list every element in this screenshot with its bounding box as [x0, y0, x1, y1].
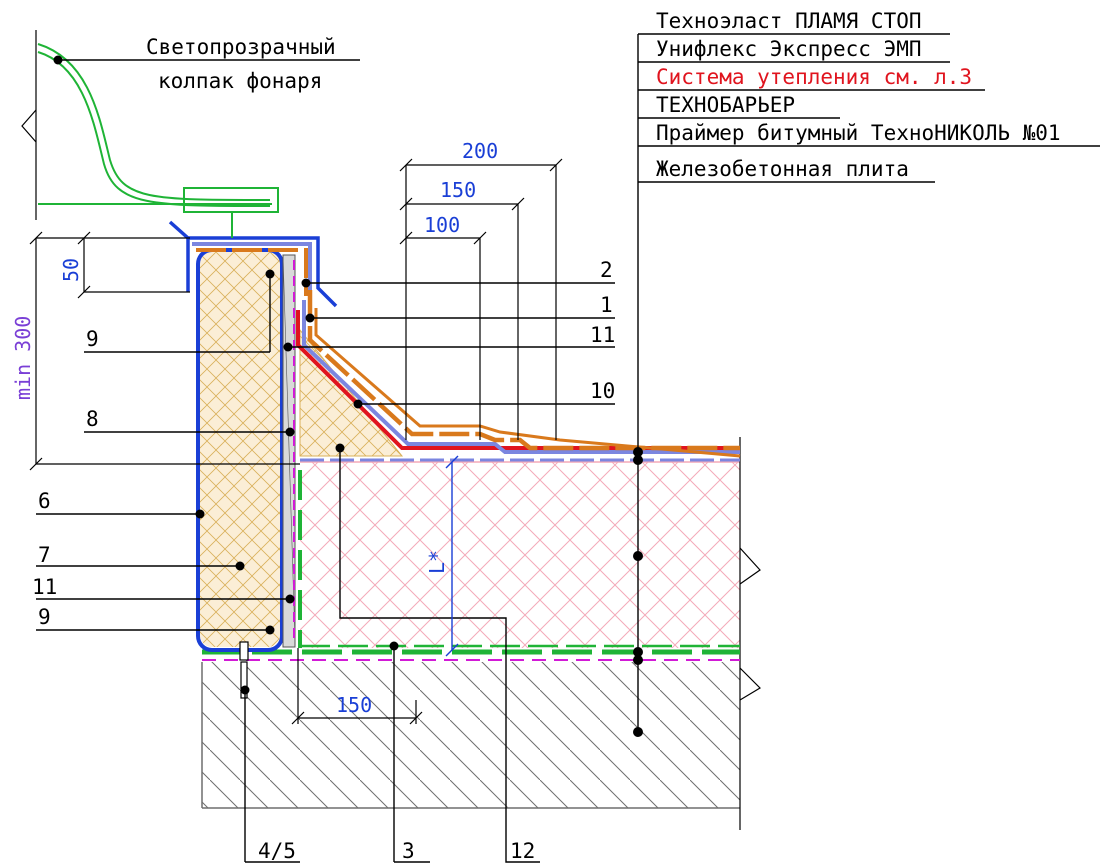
callout-9-bottom: 9 — [38, 605, 51, 629]
legend-layer-4: ТЕХНОБАРЬЕР — [656, 93, 795, 117]
callout-9-top: 9 — [86, 327, 99, 351]
legend-layer-6: Железобетонная плита — [656, 157, 909, 181]
base-layers — [202, 470, 740, 661]
callout-11-left: 11 — [32, 575, 57, 599]
callout-4-5: 4/5 — [258, 839, 296, 863]
dim-150-bottom: 150 — [336, 693, 372, 717]
cap-flashing — [168, 220, 338, 308]
slab-insulation-block — [300, 437, 761, 655]
leader-dots — [53, 55, 643, 737]
dim-min-300: min 300 — [11, 316, 35, 400]
callout-7: 7 — [38, 543, 51, 567]
leader-lines — [36, 33, 1100, 863]
skylight-curb — [196, 248, 296, 652]
callout-10: 10 — [590, 379, 615, 403]
callout-11-right: 11 — [590, 323, 615, 347]
callout-12: 12 — [510, 839, 535, 863]
skylight-dome — [21, 30, 279, 238]
callout-2: 2 — [600, 258, 613, 282]
fastener — [239, 641, 249, 699]
callout-numbers: 2 1 11 10 9 8 6 7 11 9 4/5 3 12 — [32, 258, 615, 863]
legend-layer-3: Система утепления см. л.3 — [656, 65, 972, 89]
legend-layer-5: Праймер битумный ТехноНИКОЛЬ №01 — [656, 121, 1061, 145]
membrane-layers — [296, 290, 741, 462]
dimension-lines — [29, 158, 563, 725]
dim-200: 200 — [462, 139, 498, 163]
layer-legend: Техноэласт ПЛАМЯ СТОП Унифлекс Экспресс … — [656, 9, 1061, 181]
dim-50: 50 — [59, 258, 83, 282]
callout-8: 8 — [86, 407, 99, 431]
callout-6: 6 — [38, 489, 51, 513]
skylight-label: Светопрозрачный колпак фонаря — [146, 35, 336, 93]
callout-1: 1 — [600, 293, 613, 317]
skylight-label-line1: Светопрозрачный — [146, 35, 336, 59]
callout-3: 3 — [402, 839, 415, 863]
legend-layer-1: Техноэласт ПЛАМЯ СТОП — [656, 9, 922, 33]
dim-100: 100 — [424, 213, 460, 237]
legend-layer-2: Унифлекс Экспресс ЭМП — [656, 37, 922, 61]
concrete-base — [201, 655, 761, 830]
dimension-texts: 200 150 100 50 min 300 L* 150 — [11, 139, 498, 717]
dim-150-top: 150 — [440, 178, 476, 202]
skylight-label-line2: колпак фонаря — [158, 69, 322, 93]
dim-L: L* — [425, 550, 449, 574]
